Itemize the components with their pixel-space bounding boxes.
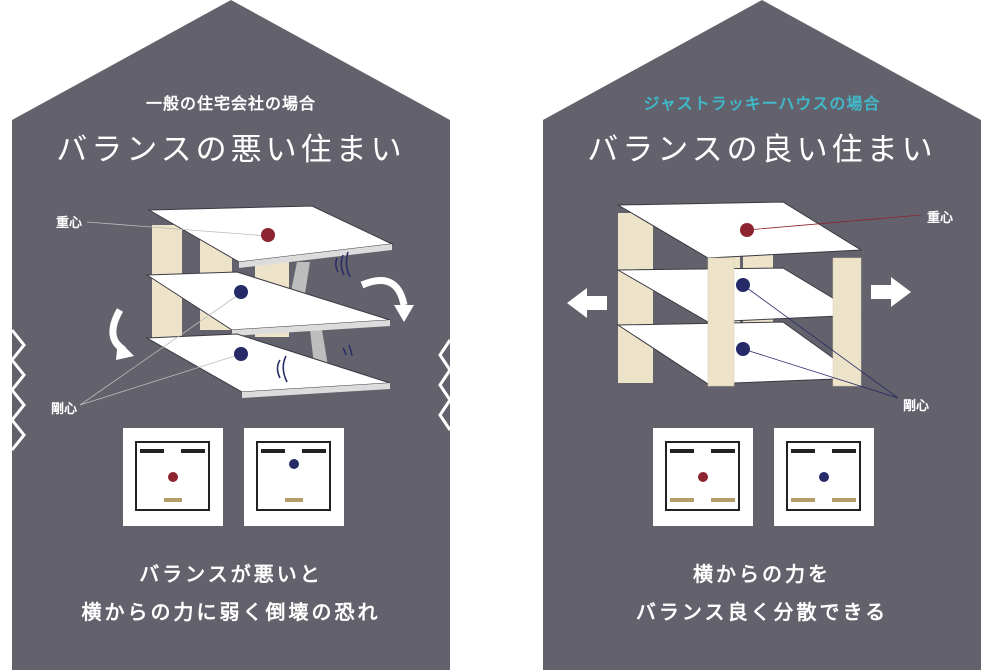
gravity-center-dot — [698, 472, 708, 482]
right-title: バランスの良い住まい — [587, 132, 937, 168]
floor-top — [616, 201, 863, 259]
push-arrow-icon — [567, 288, 607, 318]
right-gravity-label: 重心 — [927, 211, 954, 226]
left-gravity-label: 重心 — [56, 216, 83, 231]
wall — [832, 257, 862, 387]
rigidity-center-dot — [234, 285, 248, 299]
left-panel: 一般の住宅会社の場合 バランスの悪い住まい — [12, 0, 450, 670]
gravity-center-dot — [168, 472, 178, 482]
wall — [618, 213, 653, 383]
rigidity-center-dot — [736, 278, 750, 292]
right-panel: ジャストラッキーハウスの場合 バランスの良い住まい 重心 剛心 — [543, 0, 981, 670]
gravity-center-dot — [261, 228, 275, 242]
rigidity-center-dot — [289, 459, 299, 469]
zigzag-icon — [12, 329, 26, 451]
rigidity-center-dot — [819, 472, 829, 482]
right-subtitle: ジャストラッキーハウスの場合 — [643, 94, 881, 113]
right-mini-diagrams — [653, 428, 874, 526]
wall — [707, 257, 735, 387]
rigidity-center-dot — [234, 347, 248, 361]
floor-edge — [239, 244, 392, 268]
push-arrow-icon — [871, 277, 911, 307]
left-caption-line2: 横からの力に弱く倒壊の恐れ — [81, 600, 381, 624]
gravity-center-dot — [740, 223, 754, 237]
balanced-house-diagram — [567, 201, 922, 399]
vibration-icon — [276, 251, 353, 383]
floor-edge — [232, 320, 390, 336]
left-caption-line1: バランスが悪いと — [139, 562, 323, 586]
right-caption-line2: バランス良く分散できる — [635, 600, 889, 624]
unbalanced-house-diagram — [12, 205, 450, 451]
left-mini-diagrams — [123, 428, 344, 526]
right-rigidity-label: 剛心 — [903, 399, 930, 414]
rigidity-center-dot — [736, 342, 750, 356]
zigzag-icon — [438, 339, 450, 431]
floor-edge — [242, 383, 390, 398]
rotate-arrow-icon — [360, 277, 414, 322]
left-rigidity-label: 剛心 — [51, 402, 78, 417]
right-caption-line1: 横からの力を — [693, 562, 831, 586]
left-subtitle: 一般の住宅会社の場合 — [145, 94, 316, 113]
left-title: バランスの悪い住まい — [56, 132, 406, 168]
rotate-arrow-icon — [109, 308, 134, 360]
